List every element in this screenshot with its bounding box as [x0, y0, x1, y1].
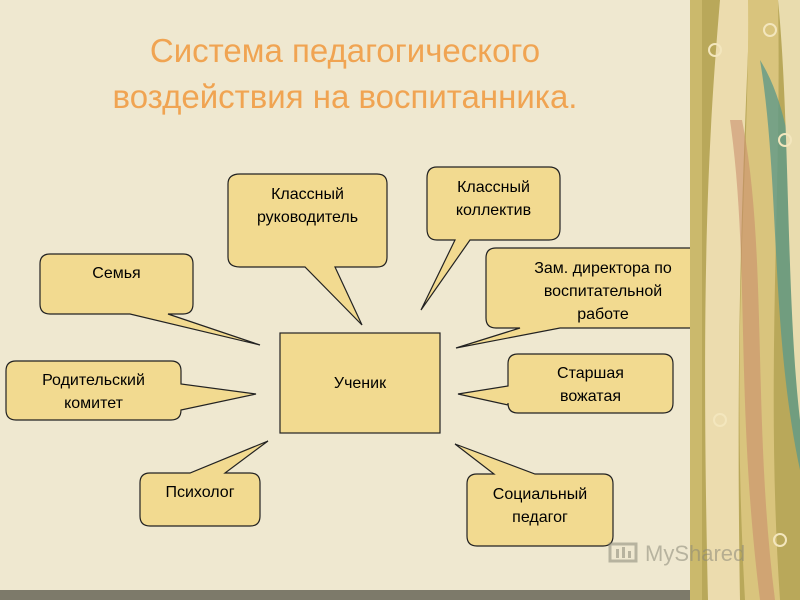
node-psychologist: Психолог — [165, 484, 235, 501]
node-senior-counselor-line-1: Старшая — [557, 365, 624, 382]
callout-psychologist — [139, 440, 269, 527]
node-parent-committee: Родительский комитет — [6, 369, 181, 415]
node-deputy-director-line-3: работе — [577, 306, 629, 323]
node-deputy-director: Зам. директора по воспитательной работе — [486, 257, 720, 326]
node-class-teacher-line-1: Классный — [271, 186, 344, 203]
slide-title-line-2: воздействия на воспитанника. — [112, 78, 578, 115]
node-class-collective: Классный коллектив — [427, 176, 560, 222]
node-parent-committee-line-1: Родительский — [42, 372, 145, 389]
node-social-pedagogue-line-1: Социальный — [492, 486, 588, 503]
node-senior-counselor-line-2: вожатая — [560, 388, 621, 405]
center-label: Ученик — [333, 375, 387, 392]
node-social-pedagogue: Социальный педагог — [467, 483, 613, 529]
decorative-side-panel — [690, 0, 800, 600]
node-deputy-director-line-2: воспитательной — [543, 283, 663, 300]
node-senior-counselor: Старшая вожатая — [508, 362, 673, 408]
node-class-collective-line-2: коллектив — [455, 202, 532, 219]
callout-family — [39, 253, 261, 346]
callout-deputy-director — [455, 247, 690, 349]
callout-parent-committee — [5, 360, 257, 421]
decorative-drapery — [690, 0, 800, 600]
callout-class-teacher — [227, 173, 388, 326]
callout-senior-counselor — [457, 353, 674, 414]
node-class-collective-line-1: Классный — [457, 179, 530, 196]
diagram-canvas — [5, 166, 690, 547]
callout-class-collective — [420, 166, 561, 311]
myshared-logo-icon — [608, 542, 638, 563]
slide-title-line-1: Система педагогического — [149, 32, 541, 69]
node-social-pedagogue-line-2: педагог — [512, 509, 568, 526]
node-parent-committee-line-2: комитет — [64, 395, 123, 412]
callout-social-pedagogue — [454, 443, 614, 547]
center-box — [279, 332, 441, 434]
node-class-teacher: Классный руководитель — [228, 183, 387, 229]
watermark-text: MyShared — [645, 541, 746, 566]
node-family: Семья — [92, 265, 141, 282]
node-deputy-director-line-1: Зам. директора по — [534, 260, 672, 277]
node-class-teacher-line-2: руководитель — [256, 209, 359, 226]
slide: Система педагогического воздействия на в… — [0, 0, 690, 590]
